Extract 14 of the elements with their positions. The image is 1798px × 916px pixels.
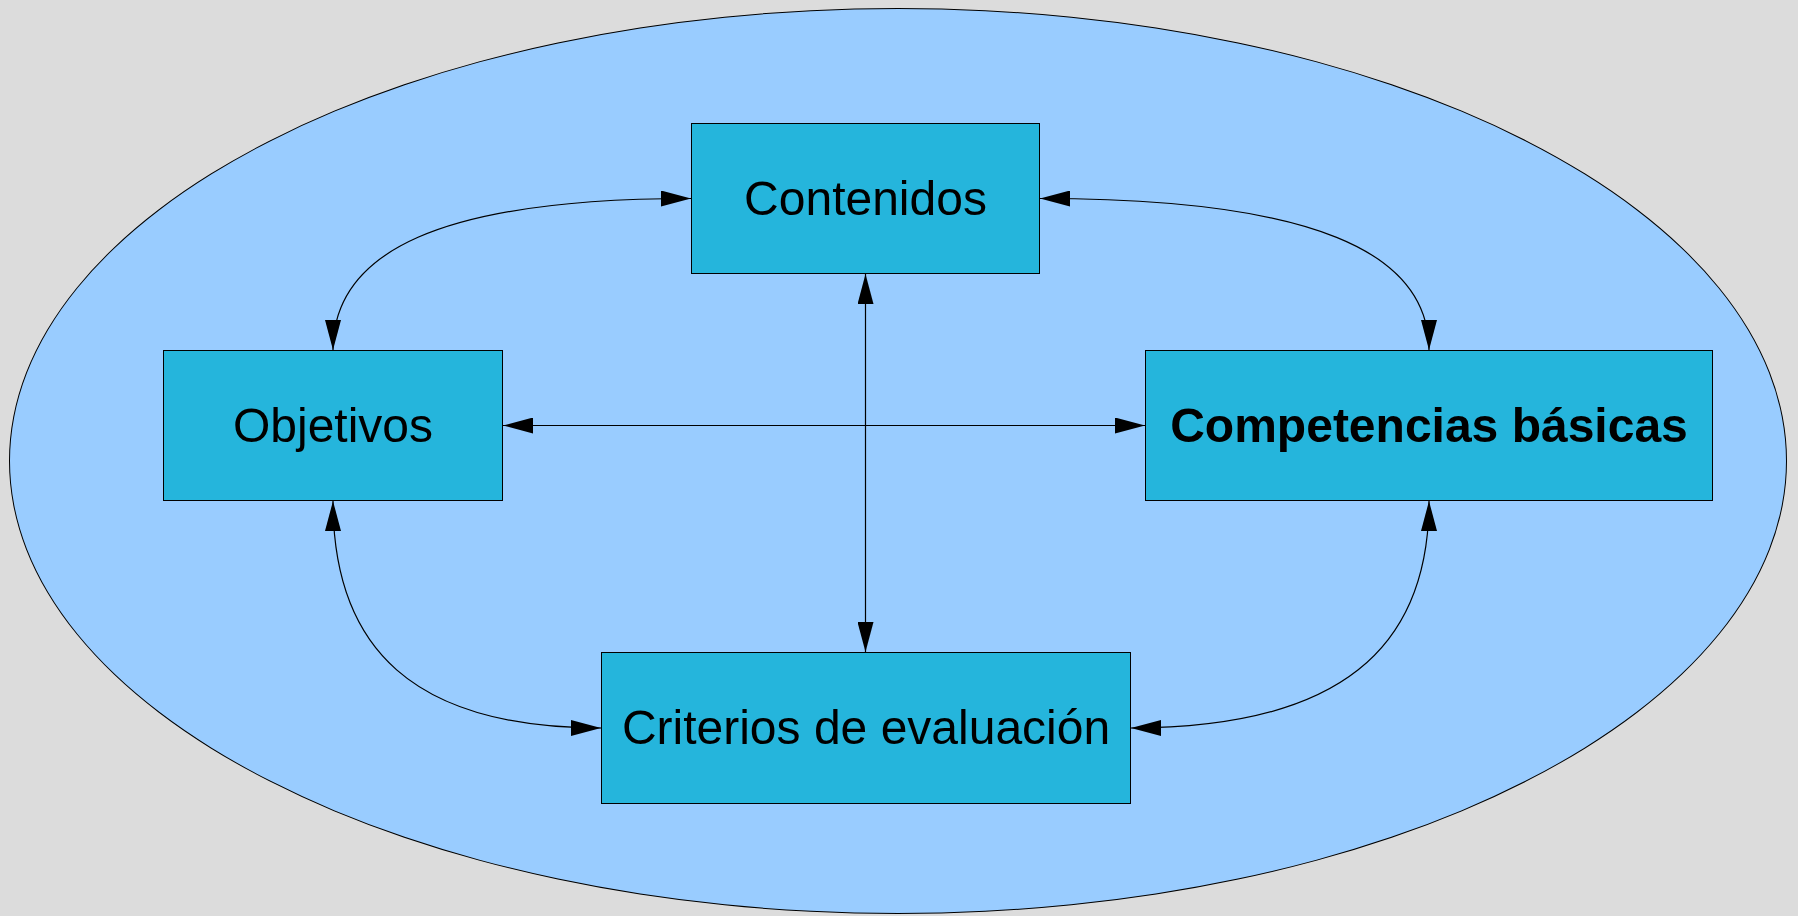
box-label: Contenidos (744, 170, 987, 227)
double-headed-arrow (502, 417, 1146, 434)
process-box (1145, 350, 1713, 501)
box-label: Criterios de evaluación (621, 700, 1111, 756)
double-headed-arrow (327, 191, 692, 351)
process-box (163, 350, 503, 501)
process-box (601, 652, 1131, 804)
process-box (691, 123, 1040, 274)
double-headed-arrow (1039, 191, 1434, 351)
double-headed-arrow (326, 500, 602, 735)
double-headed-arrow (1130, 500, 1436, 735)
box-label: Objetivos (232, 397, 434, 454)
box-label: Competencias básicas (1170, 397, 1688, 454)
double-headed-arrow (857, 273, 874, 653)
